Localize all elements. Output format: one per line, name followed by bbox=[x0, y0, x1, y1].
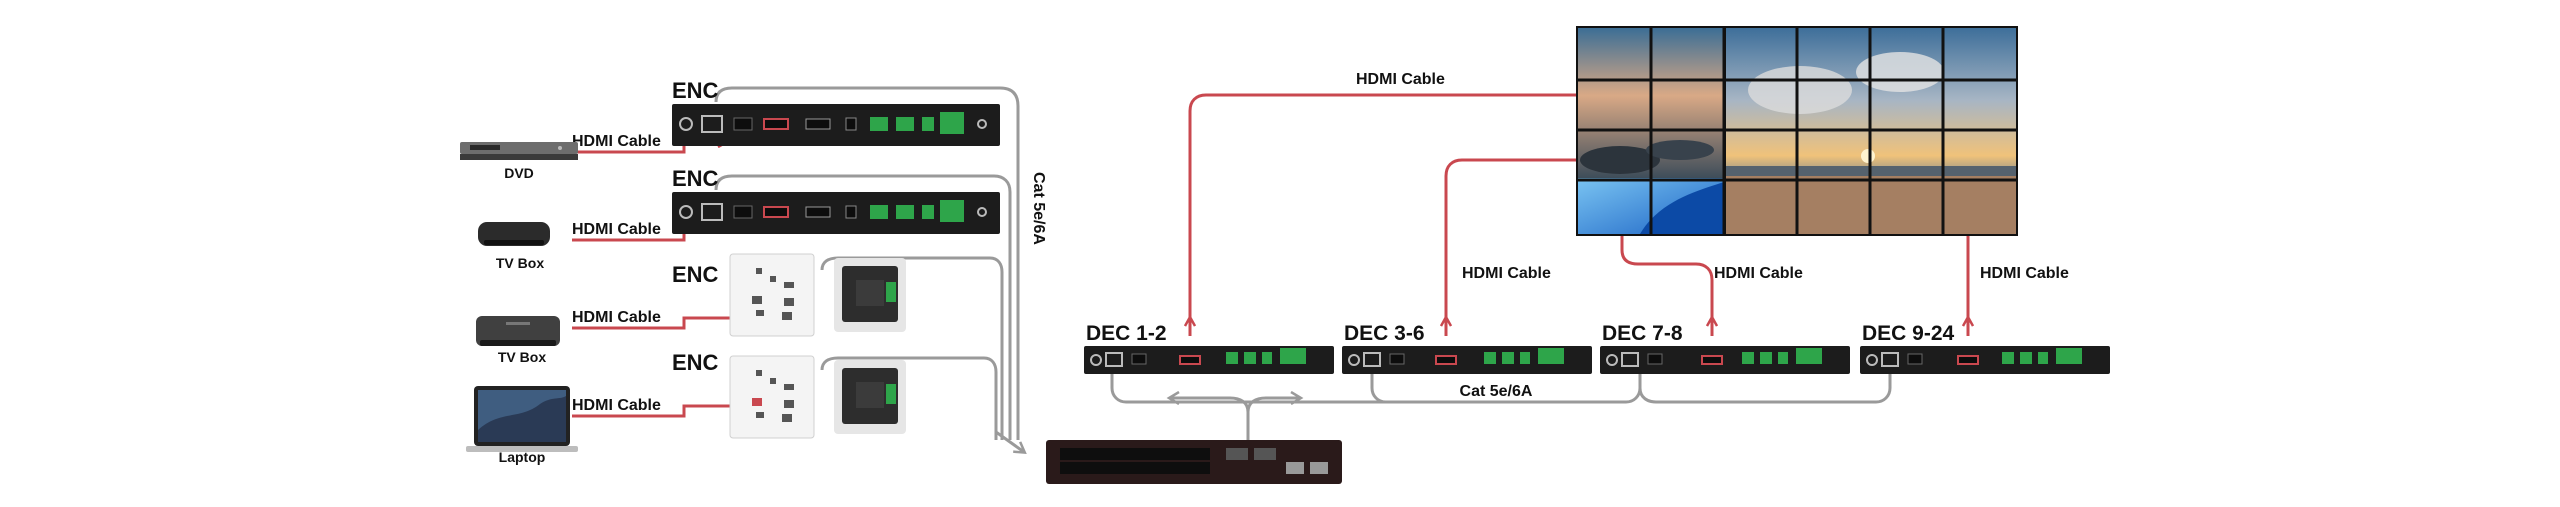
hdmi-decoder-lines bbox=[1190, 93, 1968, 336]
decoder-label-4: DEC 9-24 bbox=[1862, 322, 1955, 345]
laptop-icon bbox=[466, 386, 578, 452]
decoder-box-1 bbox=[1084, 346, 1334, 374]
cat-cable-label-horizontal: Cat 5e/6A bbox=[1460, 383, 1533, 400]
decoder-cable-label-2: HDMI Cable bbox=[1462, 265, 1551, 282]
encoder-label-1: ENC bbox=[672, 78, 719, 103]
tv-box-icon bbox=[478, 222, 550, 246]
source-label-tv-box-1: TV Box bbox=[496, 255, 544, 271]
decoder-cable-label-3: HDMI Cable bbox=[1714, 265, 1803, 282]
decoder-box-3 bbox=[1600, 346, 1850, 374]
ethernet-encoder-side bbox=[714, 86, 1024, 452]
decoder-label-2: DEC 3-6 bbox=[1344, 322, 1425, 345]
network-switch bbox=[1046, 440, 1342, 484]
encoder-box-2 bbox=[672, 192, 1000, 234]
source-cable-label-1: HDMI Cable bbox=[572, 133, 661, 150]
source-label-tv-box-2: TV Box bbox=[498, 349, 546, 365]
source-cable-label-2: HDMI Cable bbox=[572, 221, 661, 238]
dvd-player-icon bbox=[460, 142, 578, 160]
ethernet-decoder-side bbox=[1110, 372, 1892, 440]
decoder-label-3: DEC 7-8 bbox=[1602, 322, 1683, 345]
encoder-label-3: ENC bbox=[672, 262, 719, 287]
encoder-wallplate-2 bbox=[729, 355, 906, 439]
decoder-cable-label-1: HDMI Cable bbox=[1356, 71, 1445, 88]
decoder-box-2 bbox=[1342, 346, 1592, 374]
encoder-label-2: ENC bbox=[672, 166, 719, 191]
encoder-label-4: ENC bbox=[672, 350, 719, 375]
source-label-dvd: DVD bbox=[504, 165, 534, 181]
video-wall bbox=[1576, 26, 2018, 236]
hdmi-source-lines bbox=[572, 142, 748, 418]
encoder-wallplate-1 bbox=[729, 253, 906, 337]
decoder-box-4 bbox=[1860, 346, 2110, 374]
decoder-cable-label-4: HDMI Cable bbox=[1980, 265, 2069, 282]
encoder-box-1 bbox=[672, 104, 1000, 146]
source-label-laptop: Laptop bbox=[499, 449, 546, 465]
tv-box-icon bbox=[476, 316, 560, 346]
source-cable-label-4: HDMI Cable bbox=[572, 397, 661, 414]
decoder-label-1: DEC 1-2 bbox=[1086, 322, 1167, 345]
source-cable-label-3: HDMI Cable bbox=[572, 309, 661, 326]
cat-cable-label-vertical: Cat 5e/6A bbox=[1030, 172, 1047, 245]
